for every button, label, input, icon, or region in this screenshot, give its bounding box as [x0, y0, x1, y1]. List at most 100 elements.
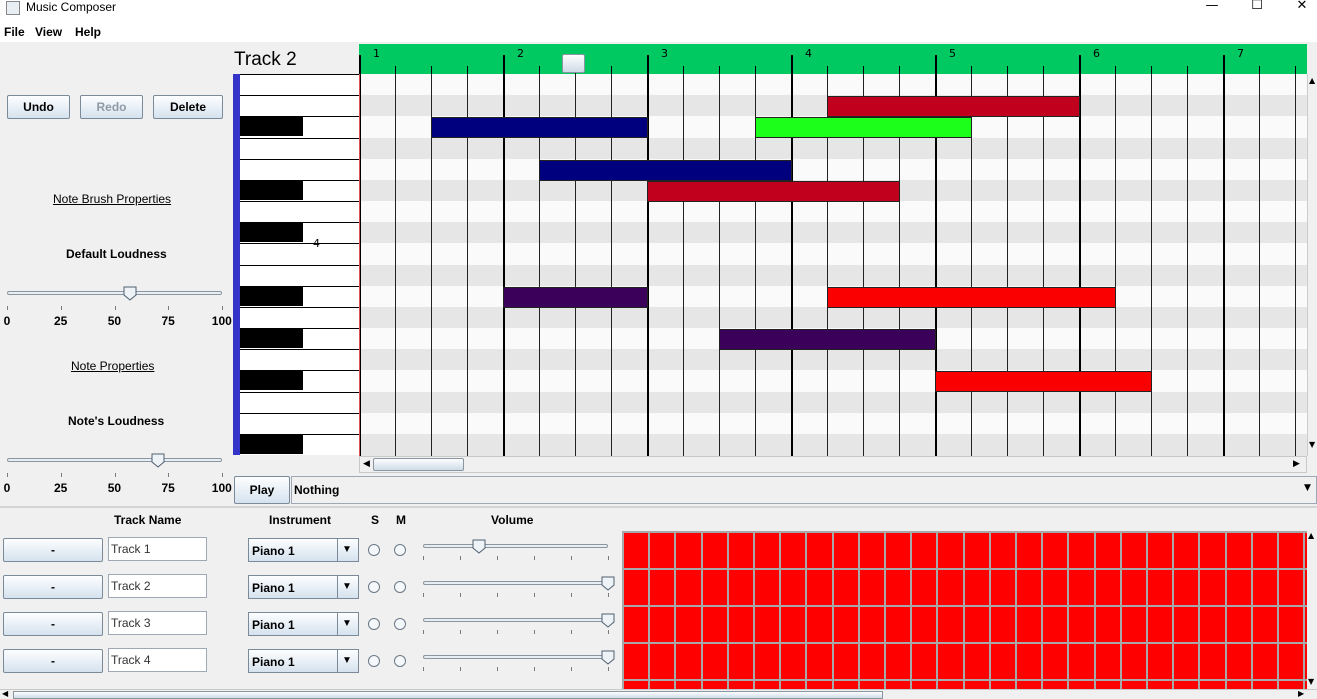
scroll-left-icon[interactable]: ◀ [363, 459, 370, 469]
piano-black-key[interactable] [240, 116, 303, 136]
piano-key-line [240, 243, 359, 244]
track-volume-slider[interactable] [423, 538, 609, 562]
chevron-down-icon[interactable]: ▼ [342, 618, 352, 629]
note-block[interactable] [719, 329, 936, 350]
ruler-tick [359, 55, 361, 74]
slider-thumb[interactable] [601, 613, 615, 628]
notes-loudness-slider[interactable] [7, 453, 222, 487]
slider-tick [7, 306, 8, 310]
solo-radio[interactable] [368, 581, 380, 593]
scroll-up-icon[interactable]: ▲ [1309, 76, 1316, 85]
redo-button[interactable]: Redo [80, 95, 143, 119]
bottom-horizontal-scrollbar[interactable]: ◀ ▶ [0, 689, 1317, 699]
pattern-scroll-down-icon[interactable]: ▼ [1308, 677, 1315, 686]
mute-radio[interactable] [394, 581, 406, 593]
pattern-col-line [1067, 531, 1069, 689]
note-block[interactable] [827, 96, 1080, 117]
piano-black-key[interactable] [240, 286, 303, 306]
default-loudness-slider[interactable] [7, 286, 222, 320]
piano-black-key[interactable] [240, 328, 303, 348]
piano-black-key[interactable] [240, 180, 303, 200]
grid-row [359, 138, 1307, 160]
menu-file[interactable]: File [4, 25, 25, 39]
chevron-down-icon[interactable]: ▼ [342, 655, 352, 666]
scroll-down-icon[interactable]: ▼ [1309, 440, 1316, 449]
instrument-select[interactable]: Piano 1▼ [248, 612, 359, 636]
minimize-icon[interactable]: — [1205, 0, 1219, 13]
grid-horizontal-scrollbar[interactable]: ◀ ▶ [359, 456, 1307, 473]
remove-track-button[interactable]: - [3, 612, 103, 636]
menu-view[interactable]: View [35, 25, 63, 39]
bottom-scroll-thumb[interactable] [13, 691, 883, 699]
bottom-scroll-left-icon[interactable]: ◀ [2, 689, 9, 698]
mute-radio[interactable] [394, 544, 406, 556]
note-block[interactable] [503, 287, 648, 308]
slider-thumb[interactable] [123, 286, 137, 301]
chevron-down-icon[interactable]: ▼ [342, 581, 352, 592]
pattern-grid[interactable] [622, 531, 1307, 689]
pattern-col-line [832, 531, 834, 689]
pattern-col-line [1120, 531, 1122, 689]
slider-tick [608, 556, 609, 560]
mute-radio[interactable] [394, 618, 406, 630]
track-volume-slider[interactable] [423, 612, 615, 636]
close-icon[interactable]: ✕ [1296, 0, 1308, 13]
track-name-input[interactable]: Track 3 [108, 611, 207, 635]
track-volume-slider[interactable] [423, 649, 615, 673]
note-block[interactable] [827, 287, 1116, 308]
pattern-scroll-up-icon[interactable]: ▲ [1308, 531, 1315, 540]
combo-divider [337, 539, 338, 561]
solo-radio[interactable] [368, 544, 380, 556]
bottom-scroll-right-icon[interactable]: ▶ [1298, 689, 1305, 698]
delete-button[interactable]: Delete [153, 95, 223, 119]
piano-black-key[interactable] [240, 222, 303, 242]
slider-thumb[interactable] [151, 453, 165, 468]
status-dropdown-icon[interactable]: ▼ [1304, 483, 1311, 493]
solo-radio[interactable] [368, 655, 380, 667]
scroll-right-icon[interactable]: ▶ [1293, 459, 1300, 469]
ruler-tick [827, 66, 828, 74]
track-name-input[interactable]: Track 2 [108, 574, 207, 598]
note-block[interactable] [539, 160, 792, 181]
playhead-handle[interactable] [562, 54, 585, 73]
remove-track-button[interactable]: - [3, 649, 103, 673]
slider-thumb[interactable] [601, 650, 615, 665]
grid-vertical-scrollbar[interactable]: ▲ ▼ [1307, 74, 1317, 456]
piano-black-key[interactable] [240, 434, 303, 454]
ruler-tick [539, 66, 540, 74]
note-block[interactable] [431, 117, 648, 138]
scroll-thumb[interactable] [373, 458, 464, 471]
note-block[interactable] [647, 181, 900, 202]
instrument-select[interactable]: Piano 1▼ [248, 538, 359, 562]
instrument-select[interactable]: Piano 1▼ [248, 649, 359, 673]
instrument-select[interactable]: Piano 1▼ [248, 575, 359, 599]
ruler-tick [395, 66, 396, 74]
grid-beat-line [647, 74, 649, 456]
remove-track-button[interactable]: - [3, 575, 103, 599]
piano-keyboard[interactable] [240, 74, 359, 455]
piano-black-key[interactable] [240, 74, 303, 75]
panel-divider[interactable] [0, 506, 1317, 508]
maximize-icon[interactable]: ☐ [1251, 0, 1263, 13]
chevron-down-icon[interactable]: ▼ [342, 544, 352, 555]
track-name-input[interactable]: Track 4 [108, 648, 207, 672]
undo-button[interactable]: Undo [7, 95, 70, 119]
track-name-input[interactable]: Track 1 [108, 537, 207, 561]
piano-black-key[interactable] [240, 370, 303, 390]
note-block[interactable] [935, 371, 1152, 392]
slider-thumb[interactable] [472, 539, 486, 554]
note-block[interactable] [755, 117, 972, 138]
mute-radio[interactable] [394, 655, 406, 667]
solo-radio[interactable] [368, 618, 380, 630]
play-button[interactable]: Play [234, 476, 290, 504]
slider-tick [571, 630, 572, 634]
slider-thumb[interactable] [601, 576, 615, 591]
track-volume-slider[interactable] [423, 575, 615, 599]
menu-help[interactable]: Help [75, 25, 102, 39]
pattern-vertical-scrollbar[interactable]: ▲ ▼ [1307, 531, 1317, 689]
remove-track-button[interactable]: - [3, 538, 103, 562]
slider-tick-label: 50 [107, 314, 122, 328]
note-grid[interactable] [359, 74, 1307, 456]
